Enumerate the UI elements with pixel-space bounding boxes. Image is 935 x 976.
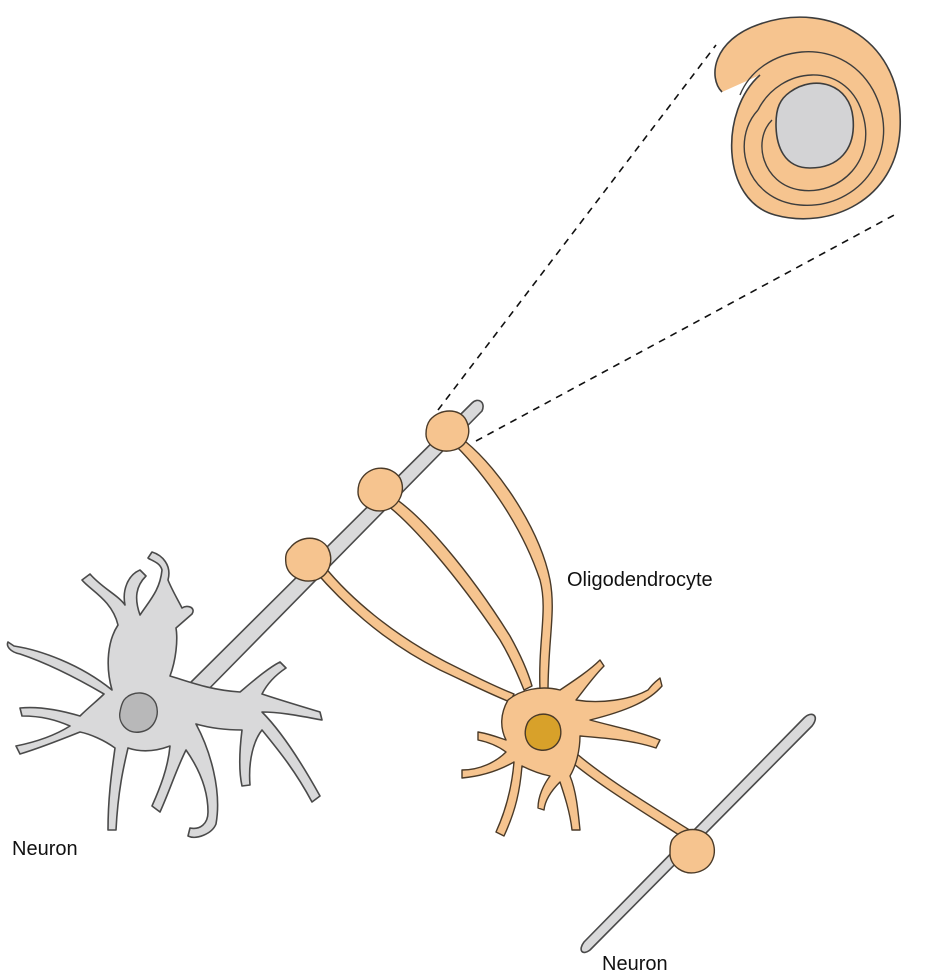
main-neuron-axon — [177, 399, 484, 703]
zoom-line-upper — [437, 44, 717, 411]
zoom-line-lower — [475, 213, 897, 442]
label-neuron-secondary: Neuron — [602, 953, 668, 975]
myelin-sheath-3 — [425, 410, 470, 452]
label-neuron-main: Neuron — [12, 838, 78, 860]
process-to-sheath-3 — [455, 441, 553, 693]
label-oligodendrocyte: Oligodendrocyte — [567, 569, 713, 591]
myelin-sheath-lower — [669, 828, 716, 874]
process-to-sheath-1 — [313, 565, 515, 703]
axon-cross-section-core — [775, 82, 855, 169]
main-neuron-body — [6, 551, 323, 839]
myelin-sheath-1 — [284, 537, 332, 582]
oligodendrocyte-nucleus — [524, 713, 562, 751]
oligodendrocyte-body — [461, 659, 663, 837]
myelin-sheaths — [284, 410, 470, 582]
myelin-cross-section — [714, 16, 901, 220]
myelin-sheath-2 — [357, 467, 404, 512]
myelin-layer-1 — [739, 51, 885, 206]
myelin-layer-2 — [757, 74, 867, 192]
zoom-lines — [437, 44, 897, 442]
main-neuron — [6, 551, 323, 839]
oligodendrocyte — [461, 659, 663, 837]
process-to-sheath-2 — [379, 493, 533, 691]
main-neuron-nucleus — [119, 692, 158, 733]
